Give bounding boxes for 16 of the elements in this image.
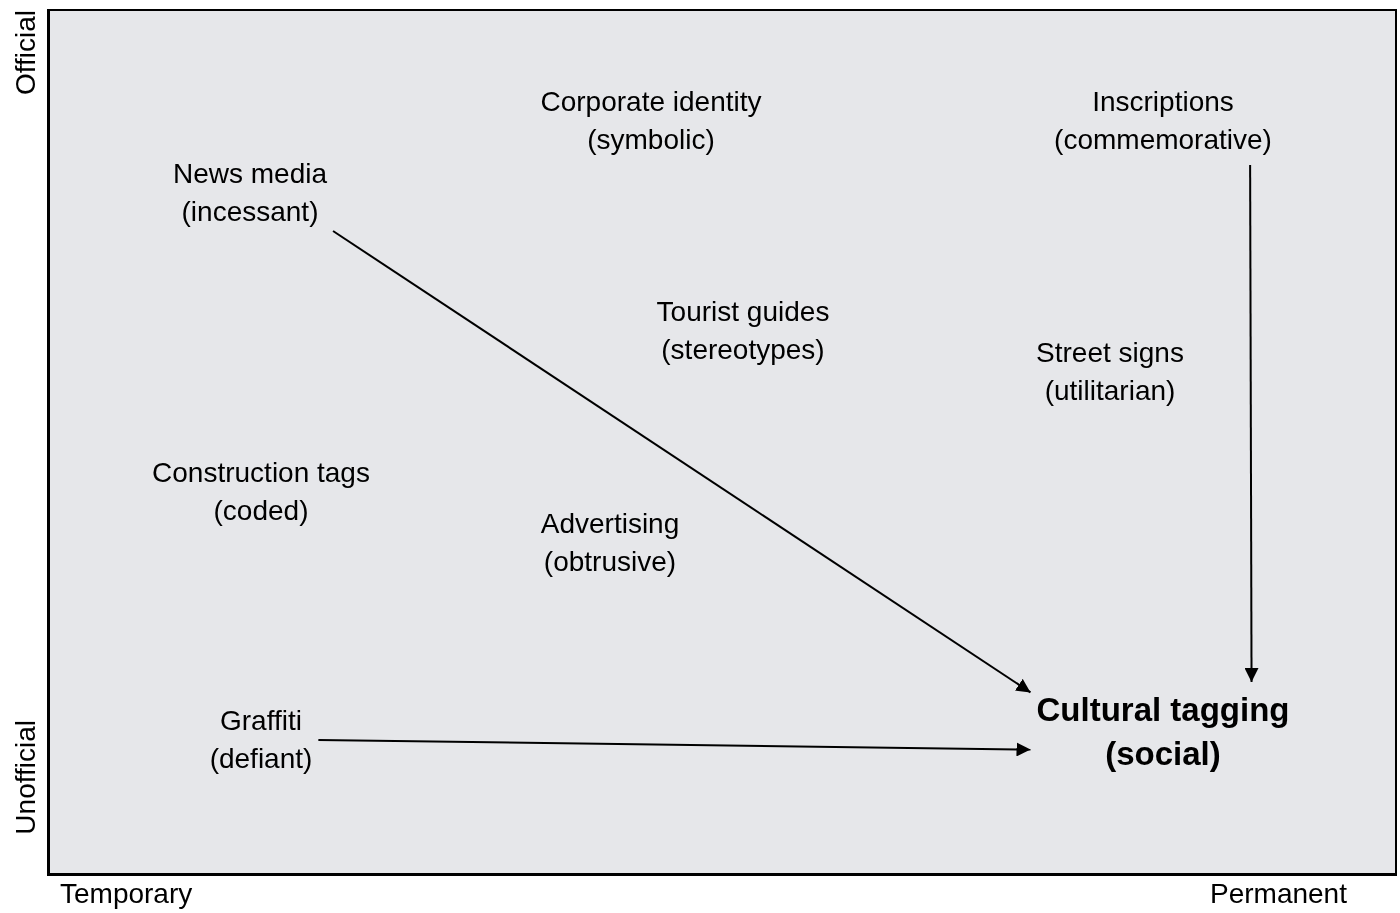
axis-label: Unofficial	[10, 720, 42, 835]
category-label: News media (incessant)	[172, 155, 328, 231]
category-label: Inscriptions (commemorative)	[1054, 83, 1272, 159]
arrow	[317, 739, 1032, 757]
axis-label: Permanent	[1210, 878, 1347, 910]
category-label: Graffiti (defiant)	[209, 702, 313, 778]
category-label: Tourist guides (stereotypes)	[656, 293, 830, 369]
focus-label: Cultural tagging (social)	[1036, 688, 1290, 776]
category-label: Street signs (utilitarian)	[1036, 334, 1184, 410]
category-label: Corporate identity (symbolic)	[540, 83, 762, 159]
axis-label: Official	[10, 10, 42, 96]
arrow	[332, 230, 1032, 694]
category-label: Construction tags (coded)	[152, 454, 370, 530]
arrow	[1244, 164, 1259, 683]
axis-label: Temporary	[60, 878, 193, 910]
category-label: Advertising (obtrusive)	[540, 505, 680, 581]
